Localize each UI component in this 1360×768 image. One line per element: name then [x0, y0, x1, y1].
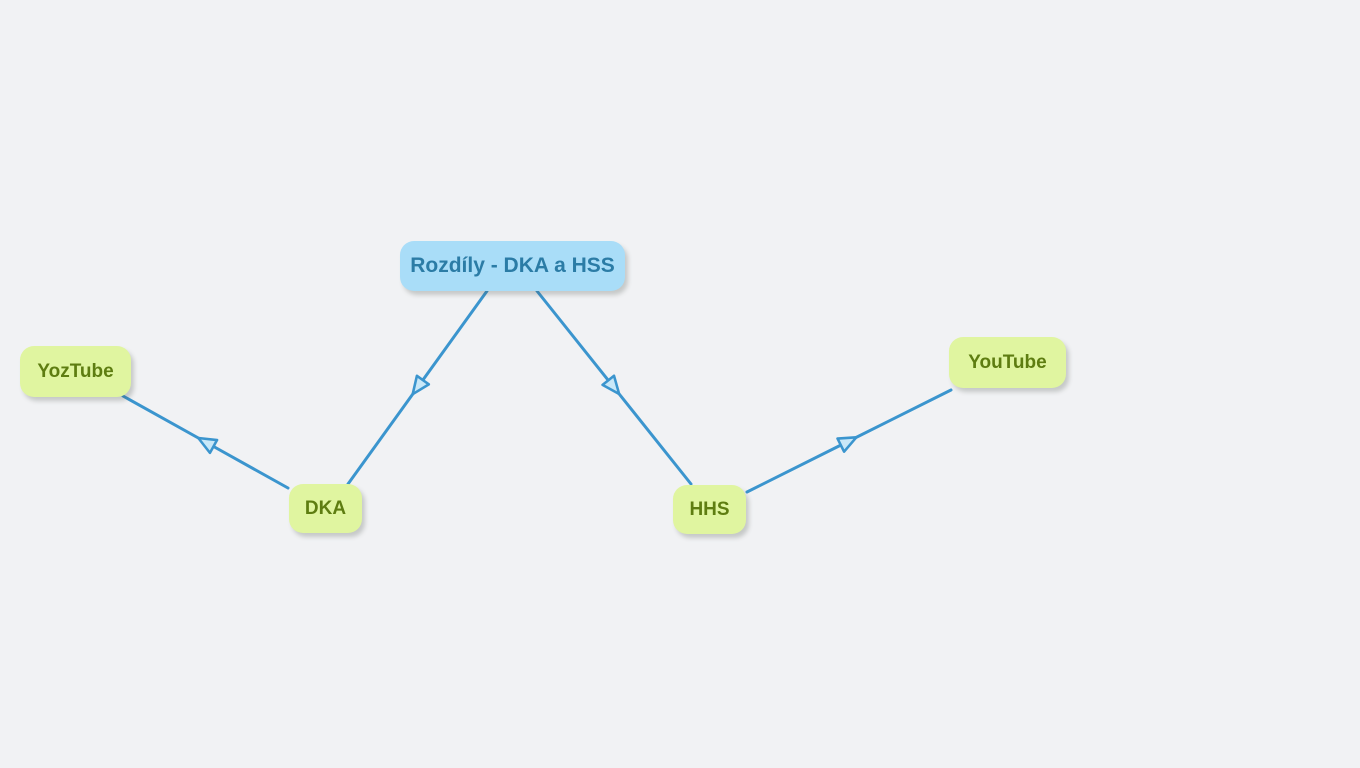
node-hhs[interactable]: HHS	[673, 485, 746, 534]
edge-root-to-dka	[346, 289, 489, 486]
edge-root-to-hhs	[535, 289, 693, 486]
node-dka-label: DKA	[304, 497, 347, 519]
node-youtube[interactable]: YouTube	[949, 337, 1066, 388]
node-dka[interactable]: DKA	[289, 484, 362, 533]
edge-dka-to-yoztube	[121, 394, 290, 490]
edge-hhs-to-youtube	[745, 388, 953, 494]
node-hhs-label: HHS	[689, 498, 730, 520]
node-root[interactable]: Rozdíly - DKA a HSS	[400, 241, 625, 291]
node-yoztube-label: YozTube	[37, 360, 114, 382]
node-yoztube[interactable]: YozTube	[20, 346, 131, 397]
node-root-label: Rozdíly - DKA a HSS	[410, 254, 615, 277]
node-youtube-label: YouTube	[968, 351, 1047, 373]
